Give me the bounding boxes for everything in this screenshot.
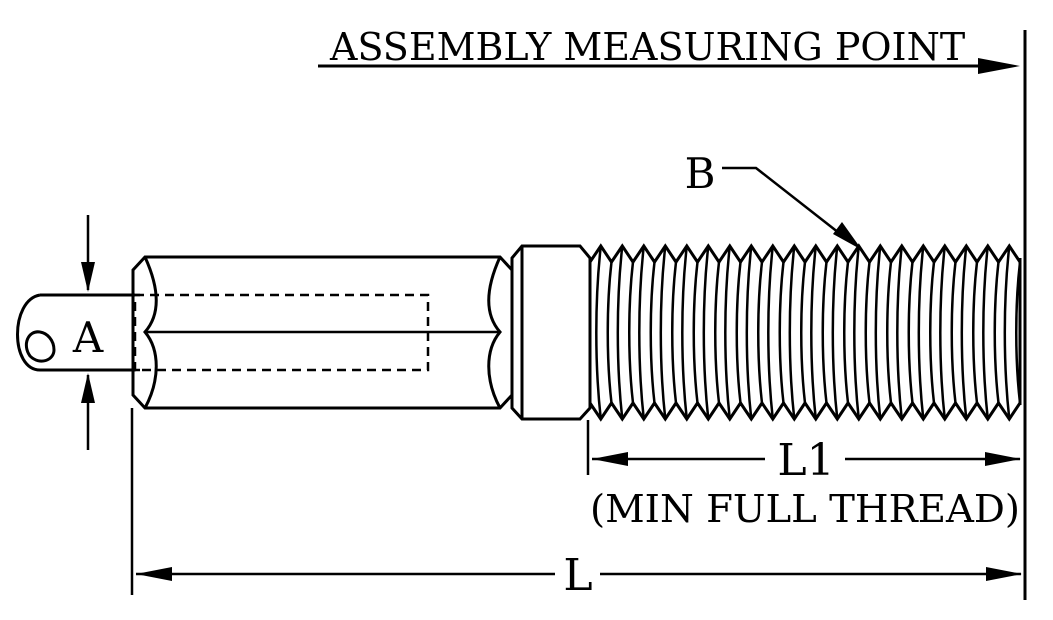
thread-root-line (735, 261, 742, 404)
thread-root-line (800, 261, 807, 404)
thread-crest-line (810, 245, 818, 420)
thread-root-line (628, 261, 635, 404)
thread-root-line (606, 261, 613, 404)
assembly-arrowhead (978, 58, 1020, 74)
dim-l1-label: L1 (777, 435, 834, 486)
assembly-measuring-point: ASSEMBLY MEASURING POINT (318, 25, 1027, 600)
thread-crest-line (638, 245, 646, 420)
dim-l-label: L (563, 550, 592, 601)
thread-root-line (864, 261, 871, 404)
dimension-l1: L1 (MIN FULL THREAD) (586, 420, 1021, 531)
dim-l1-note: (MIN FULL THREAD) (590, 487, 1020, 531)
dim-a-label-bg (64, 312, 112, 358)
thread-crest-line (745, 245, 753, 420)
thread-root-line (671, 261, 678, 404)
thread-root-line (757, 261, 764, 404)
dim-l-arrow-right (986, 567, 1022, 581)
collar-outline (510, 244, 592, 421)
thread-crest-line (1003, 245, 1011, 420)
thread-crest-line (917, 245, 925, 420)
assembly-measuring-point-label: ASSEMBLY MEASURING POINT (329, 25, 965, 69)
thread-root-line (886, 261, 893, 404)
thread-root-line (649, 261, 656, 404)
thread-section (588, 243, 1022, 422)
thread-root-line (929, 261, 936, 404)
dim-a-label: A (72, 313, 104, 362)
dim-a-arrow-bottom (81, 373, 95, 403)
thread-root-line (714, 261, 721, 404)
callout-b-leader (722, 166, 849, 241)
thread-crest-line (702, 245, 710, 420)
thread-root-line (778, 261, 785, 404)
dim-a-arrow-top (81, 262, 95, 292)
dim-l-arrow-left (136, 567, 172, 581)
thread-crest-line (681, 245, 689, 420)
thread-crest-line (982, 245, 990, 420)
thread-top-profile (588, 243, 1022, 265)
thread-crest-line (595, 245, 603, 420)
thread-crest-line (767, 245, 775, 420)
thread-crest-line (896, 245, 904, 420)
dimension-a: A (64, 215, 140, 450)
callout-b: B (685, 149, 862, 250)
thread-crest-line (874, 245, 882, 420)
collar (510, 244, 592, 421)
thread-root-line (907, 261, 914, 404)
thread-root-line (993, 261, 1000, 404)
thread-bottom-profile (588, 400, 1022, 422)
thread-crest-line (960, 245, 968, 420)
thread-crest-line (853, 245, 861, 420)
thread-crest-line (616, 245, 624, 420)
bar-break-symbol (16, 293, 56, 372)
dimension-l: L (130, 408, 1022, 601)
dim-l1-arrow-right (985, 452, 1021, 466)
thread-root-line (692, 261, 699, 404)
thread-crest-line (659, 245, 667, 420)
thread-root-line (821, 261, 828, 404)
thread-crest-line (831, 245, 839, 420)
thread-crest-lines (595, 245, 1022, 420)
thread-crest-line (939, 245, 947, 420)
thread-crest-line (788, 245, 796, 420)
thread-root-line (972, 261, 979, 404)
thread-root-line (843, 261, 850, 404)
thread-root-line (950, 261, 957, 404)
hex-body (131, 255, 514, 410)
thread-crest-line (724, 245, 732, 420)
callout-b-arrow (833, 222, 862, 250)
callout-b-label: B (685, 149, 716, 198)
dim-l1-arrow-left (592, 452, 628, 466)
